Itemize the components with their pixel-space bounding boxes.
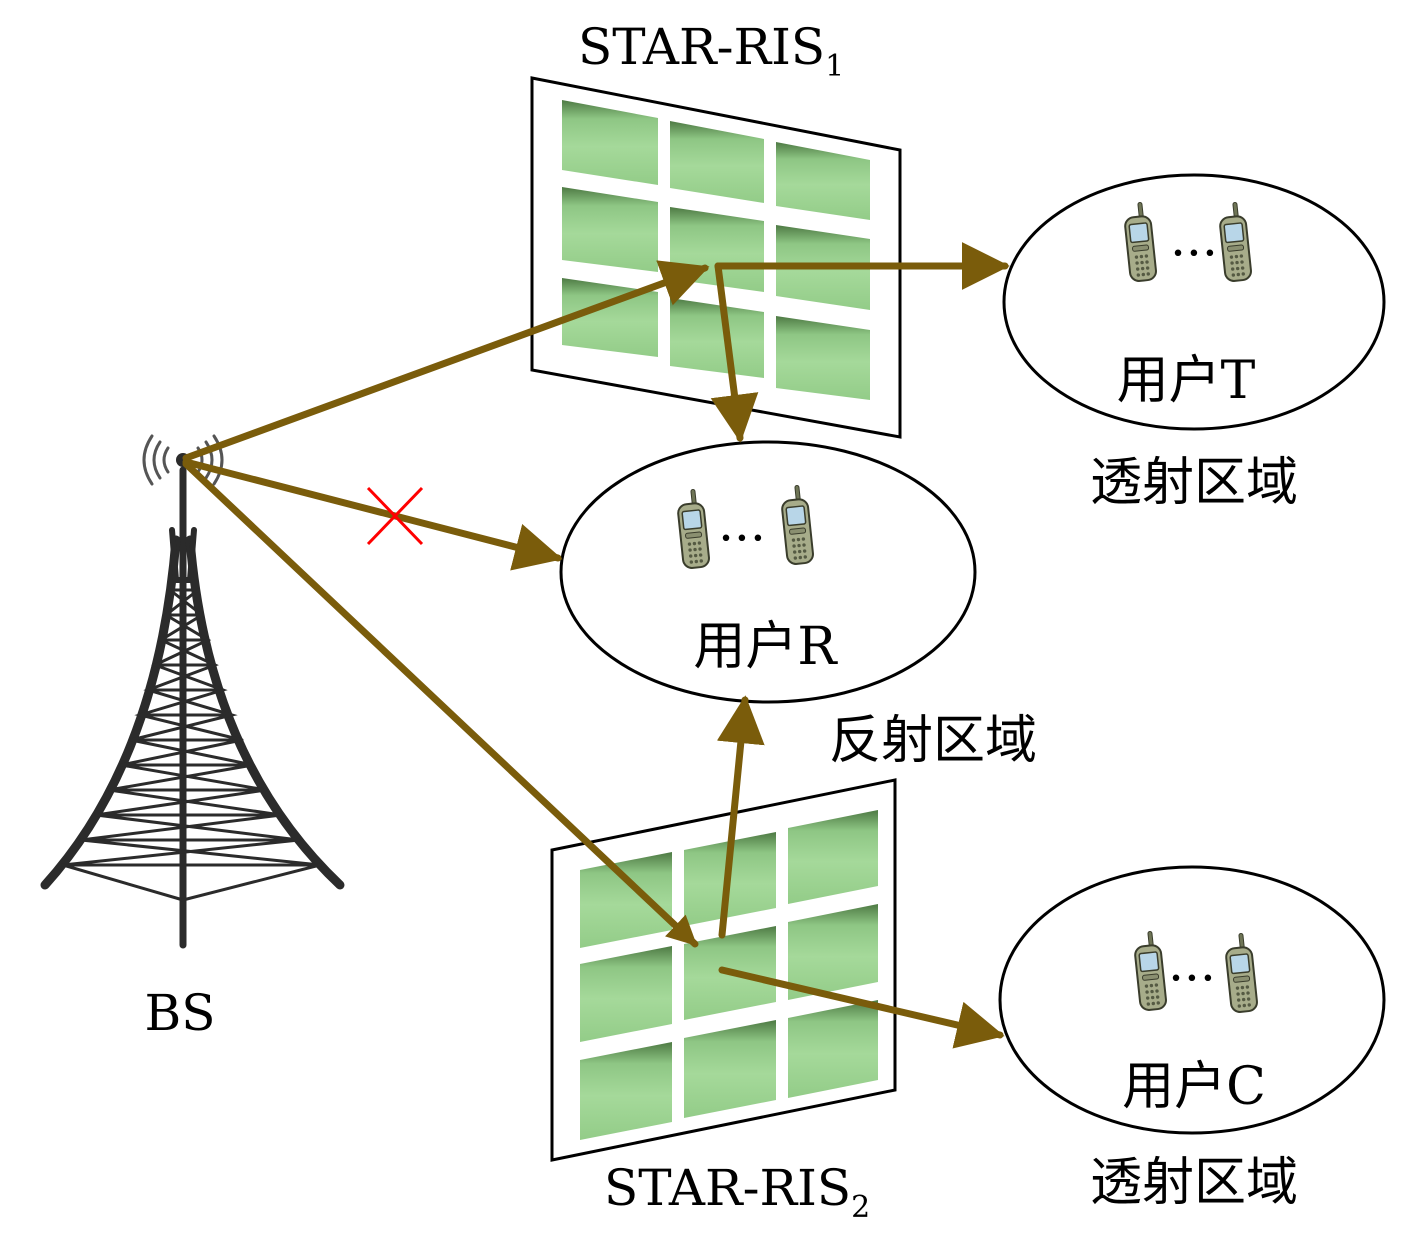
zone-top-ellipse — [1002, 173, 1386, 431]
signal-arrows — [182, 242, 1010, 1049]
zone-bottom-dots: ··· — [1168, 949, 1216, 1007]
ris2-label: STAR-RIS2 — [604, 1159, 870, 1225]
arrow-bs-to-users-r — [182, 458, 563, 571]
star-ris-1-panel — [530, 76, 902, 439]
arrow-ris2-transmit — [718, 966, 1005, 1049]
zone-bottom-ellipse — [998, 865, 1386, 1135]
bs-label: BS — [145, 984, 216, 1042]
zone-middle-region-label: 反射区域 — [829, 711, 1037, 771]
zone-top-dots: ··· — [1170, 224, 1218, 282]
cross-mark-icon — [366, 486, 424, 546]
zone-top-user-label: 用户T — [1117, 351, 1256, 411]
arrow-ris1-reflect — [710, 262, 759, 443]
arrow-bs-to-ris2 — [182, 460, 699, 948]
zone-middle-ellipse — [559, 440, 977, 704]
ris1-label: STAR-RIS1 — [578, 18, 844, 84]
zone-middle-dots: ··· — [718, 509, 766, 567]
zone-bottom-region-label: 透射区域 — [1090, 1153, 1298, 1213]
zone-top-region-label: 透射区域 — [1090, 453, 1298, 513]
antenna-tower-icon — [40, 434, 345, 949]
zone-bottom-user-label: 用户C — [1122, 1057, 1266, 1117]
arrow-ris2-reflect — [716, 695, 765, 939]
arrow-bs-to-ris1 — [182, 260, 710, 462]
zone-middle-user-label: 用户R — [693, 617, 838, 677]
